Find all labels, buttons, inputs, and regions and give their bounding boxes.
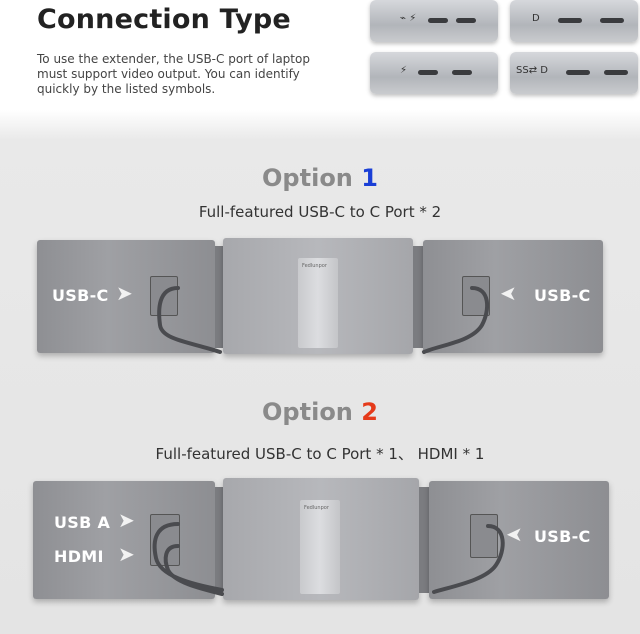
superspeed-dp-icon: SS⇄ D: [516, 65, 548, 76]
option1-label: Option: [262, 164, 353, 192]
option1-right-hinge: [413, 246, 423, 348]
option2-right-screen: [429, 481, 609, 599]
option2-title: Option 2: [0, 398, 640, 426]
chevron-right-icon: ➤: [118, 508, 135, 532]
page-title: Connection Type: [37, 4, 291, 35]
option2-right-cable: [432, 524, 505, 594]
option1-right-port-label: USB-C: [534, 286, 591, 305]
option2-right-hinge: [419, 487, 429, 593]
option1-left-hinge: [215, 246, 223, 348]
option1-number: 1: [361, 164, 378, 192]
option1-right-cable: [422, 286, 490, 354]
option1-left-port-label: USB-C: [52, 286, 109, 305]
option2-left-hinge: [215, 487, 223, 593]
laptop-thumb-superspeed-dp: SS⇄ D: [510, 52, 638, 94]
option2-left-port-2-label: HDMI: [54, 547, 104, 566]
option2-label: Option: [262, 398, 353, 426]
laptop-thumb-thunderbolt: ⚡: [370, 52, 498, 94]
option1-kickstand: Fedlunpor: [298, 258, 338, 348]
option1-title: Option 1: [0, 164, 640, 192]
usbc-thunderbolt-icon: ⌁ ⚡: [400, 13, 417, 24]
option1-subtitle: Full-featured USB-C to C Port * 2: [198, 203, 442, 221]
option1-left-screen: [37, 240, 215, 353]
chevron-left-icon: ➤: [506, 522, 523, 546]
option2-left-cables: [152, 522, 224, 596]
option1-right-screen: [423, 240, 603, 353]
laptop-thumb-thunderbolt-usbc: ⌁ ⚡: [370, 0, 498, 42]
option2-number: 2: [361, 398, 378, 426]
chevron-right-icon: ➤: [118, 542, 135, 566]
option1-left-cable: [157, 286, 222, 354]
option2-kickstand: Fedlunpor: [300, 500, 340, 594]
chevron-left-icon: ➤: [500, 281, 517, 305]
option2-right-port-label: USB-C: [534, 527, 591, 546]
description-text: To use the extender, the USB-C port of l…: [37, 52, 310, 96]
laptop-thumb-displayport: D: [510, 0, 638, 42]
chevron-right-icon: ➤: [116, 281, 133, 305]
option2-right-port: [470, 514, 498, 558]
thunderbolt-icon: ⚡: [400, 65, 408, 76]
displayport-icon: D: [532, 13, 540, 24]
option2-left-port-1-label: USB A: [54, 513, 111, 532]
option2-subtitle: Full-featured USB-C to C Port * 1、 HDMI …: [155, 445, 485, 463]
